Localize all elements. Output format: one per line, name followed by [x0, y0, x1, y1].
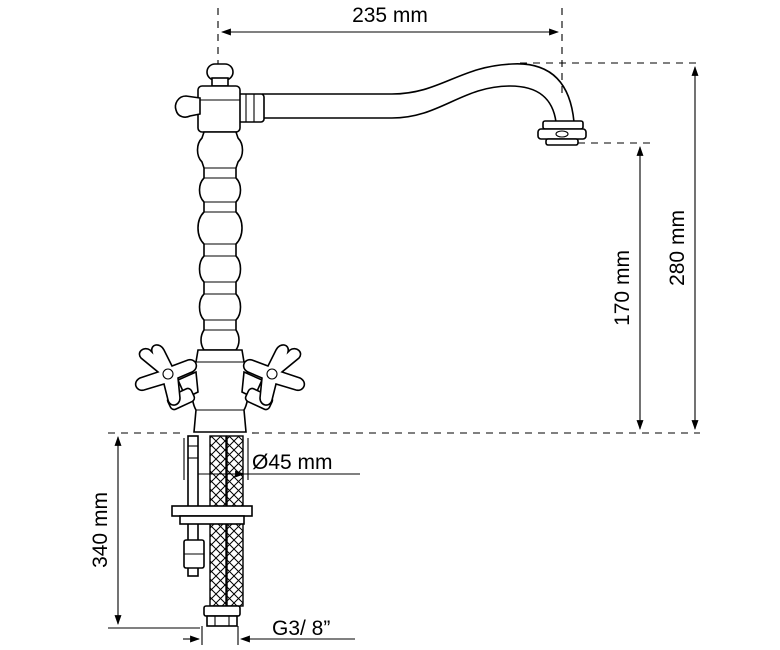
dimension-thread: G3/ 8”: [183, 617, 355, 645]
diameter-label: Ø45 mm: [252, 451, 333, 474]
braided-hose-assembly: [171, 435, 253, 627]
dimension-depth-below: 340 mm: [89, 436, 200, 629]
width-label: 235 mm: [352, 4, 428, 27]
cross-handle-right: [241, 344, 306, 411]
faucet-body: [174, 63, 587, 433]
reference-lines: [108, 8, 700, 434]
thread-label: G3/ 8”: [272, 617, 330, 640]
depth-label: 340 mm: [89, 492, 112, 568]
cross-handle-left: [134, 344, 199, 411]
height-total-label: 280 mm: [666, 210, 689, 286]
dimension-height-spout: 170 mm: [611, 146, 644, 430]
dimension-width-top: 235 mm: [221, 4, 559, 36]
dimension-height-total: 280 mm: [666, 66, 699, 430]
height-spout-label: 170 mm: [611, 250, 634, 326]
